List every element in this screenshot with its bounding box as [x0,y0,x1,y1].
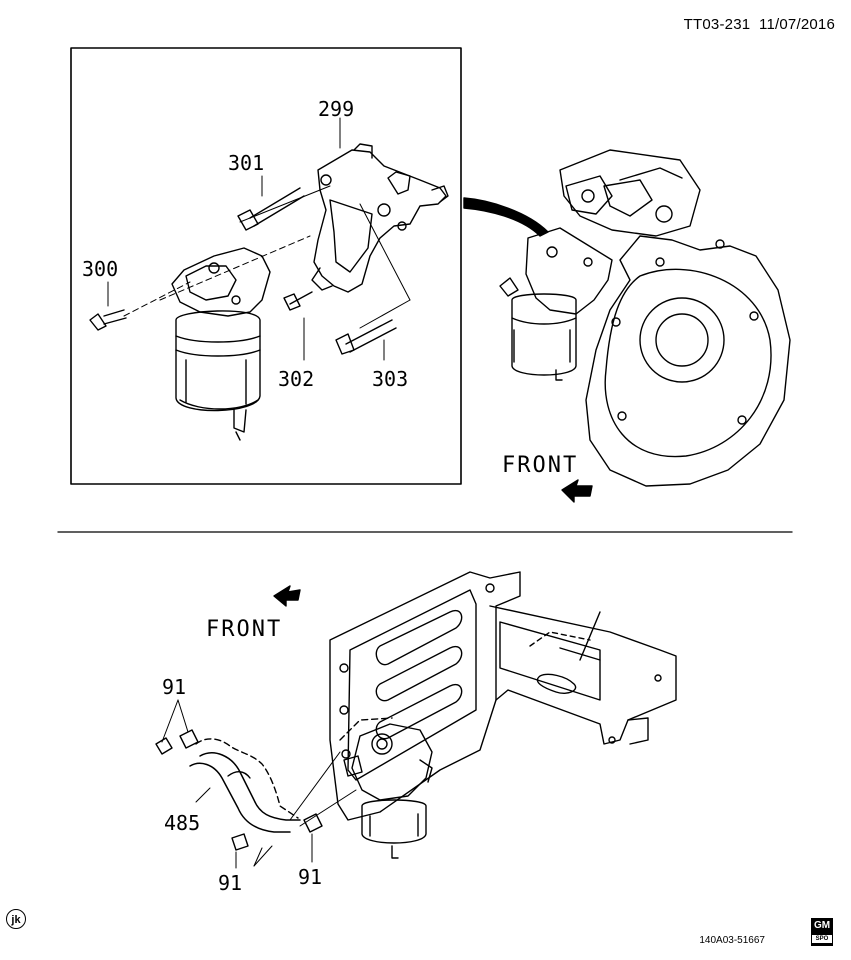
illustration-code: 140A03-51667 [699,935,765,946]
pointer-arrow [463,197,549,237]
engine-overview [499,149,791,487]
callout-300: 300 [82,257,118,281]
callout-301: 301 [228,151,264,175]
leader-lines-inset [107,117,411,361]
callout-91-lower-left: 91 [218,871,242,895]
bolt-302 [283,291,313,311]
front-label-top: FRONT [502,453,578,478]
callout-302: 302 [278,367,314,391]
callout-299: 299 [318,97,354,121]
front-label-bottom: FRONT [206,617,282,642]
bolt-300 [89,309,127,331]
corner-tag: jk [6,909,26,929]
hose-485 [189,738,301,833]
detail-inset-frame [70,47,462,485]
bolt-303 [335,319,397,355]
fuel-filter-bottom [339,717,433,859]
bolt-301 [237,187,305,231]
front-arrow-bottom [273,585,301,607]
gm-logo-sub: SPO [812,935,832,943]
gm-logo: GM SPO [811,918,833,946]
frame-bracket [329,571,677,821]
fuel-filter-inset [171,247,271,441]
doc-date: 11/07/2016 [759,16,835,33]
callout-91-lower-right: 91 [298,865,322,889]
callout-303: 303 [372,367,408,391]
callout-485: 485 [164,811,200,835]
front-arrow-top [561,479,593,503]
doc-id: TT03-231 [683,16,751,33]
bracket-299 [311,143,449,293]
leader-lines-bottom [161,699,357,869]
doc-header: TT03-231 11/07/2016 [684,16,835,33]
callout-91-upper: 91 [162,675,186,699]
gm-logo-text: GM [813,920,831,931]
